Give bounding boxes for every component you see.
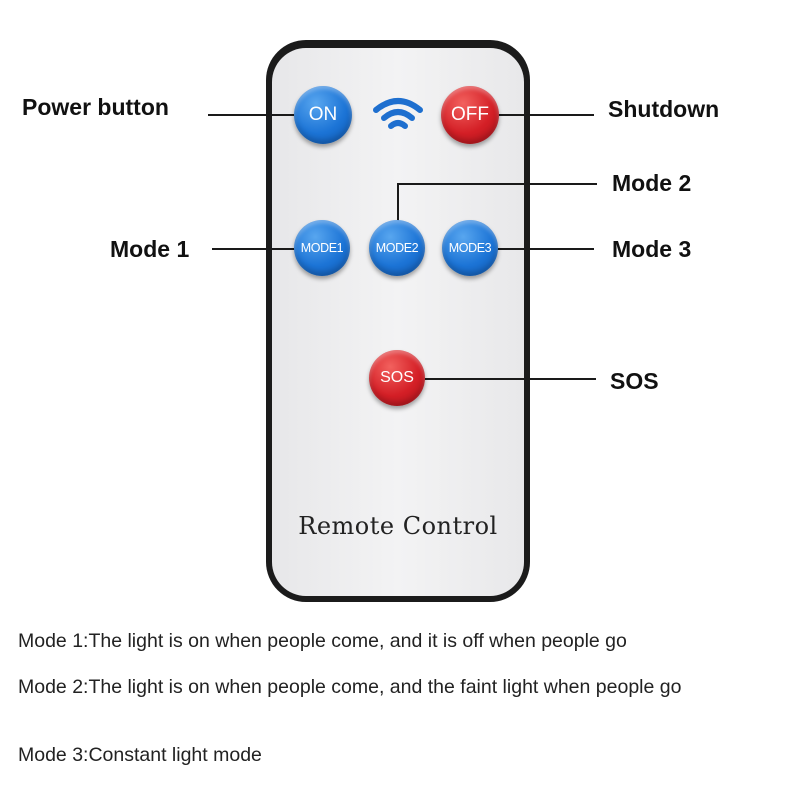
mode3-description: Mode 3:Constant light mode	[18, 744, 262, 766]
on-button[interactable]: ON	[294, 86, 352, 144]
shutdown-callout: Shutdown	[608, 96, 720, 122]
mode1-button[interactable]: MODE1	[294, 220, 350, 276]
mode2-description: Mode 2:The light is on when people come,…	[18, 676, 682, 698]
power-leader-line	[208, 114, 318, 116]
mode1-leader-line	[212, 248, 312, 250]
mode3-button[interactable]: MODE3	[442, 220, 498, 276]
remote-control-label: Remote Control	[298, 512, 498, 540]
power-button-callout: Power button	[22, 94, 169, 120]
mode2-callout: Mode 2	[612, 170, 692, 196]
off-button[interactable]: OFF	[441, 86, 499, 144]
mode2-button[interactable]: MODE2	[369, 220, 425, 276]
sos-button[interactable]: SOS	[369, 350, 425, 406]
mode1-description: Mode 1:The light is on when people come,…	[18, 630, 627, 652]
sos-leader-line	[410, 378, 596, 380]
wifi-signal-icon	[370, 96, 426, 136]
mode1-callout: Mode 1	[110, 236, 190, 262]
mode3-callout: Mode 3	[612, 236, 692, 262]
mode2-leader-vertical	[397, 183, 399, 243]
sos-callout: SOS	[610, 368, 659, 394]
mode3-leader-line	[470, 248, 594, 250]
shutdown-leader-line	[470, 114, 594, 116]
mode2-leader-horizontal	[397, 183, 597, 185]
